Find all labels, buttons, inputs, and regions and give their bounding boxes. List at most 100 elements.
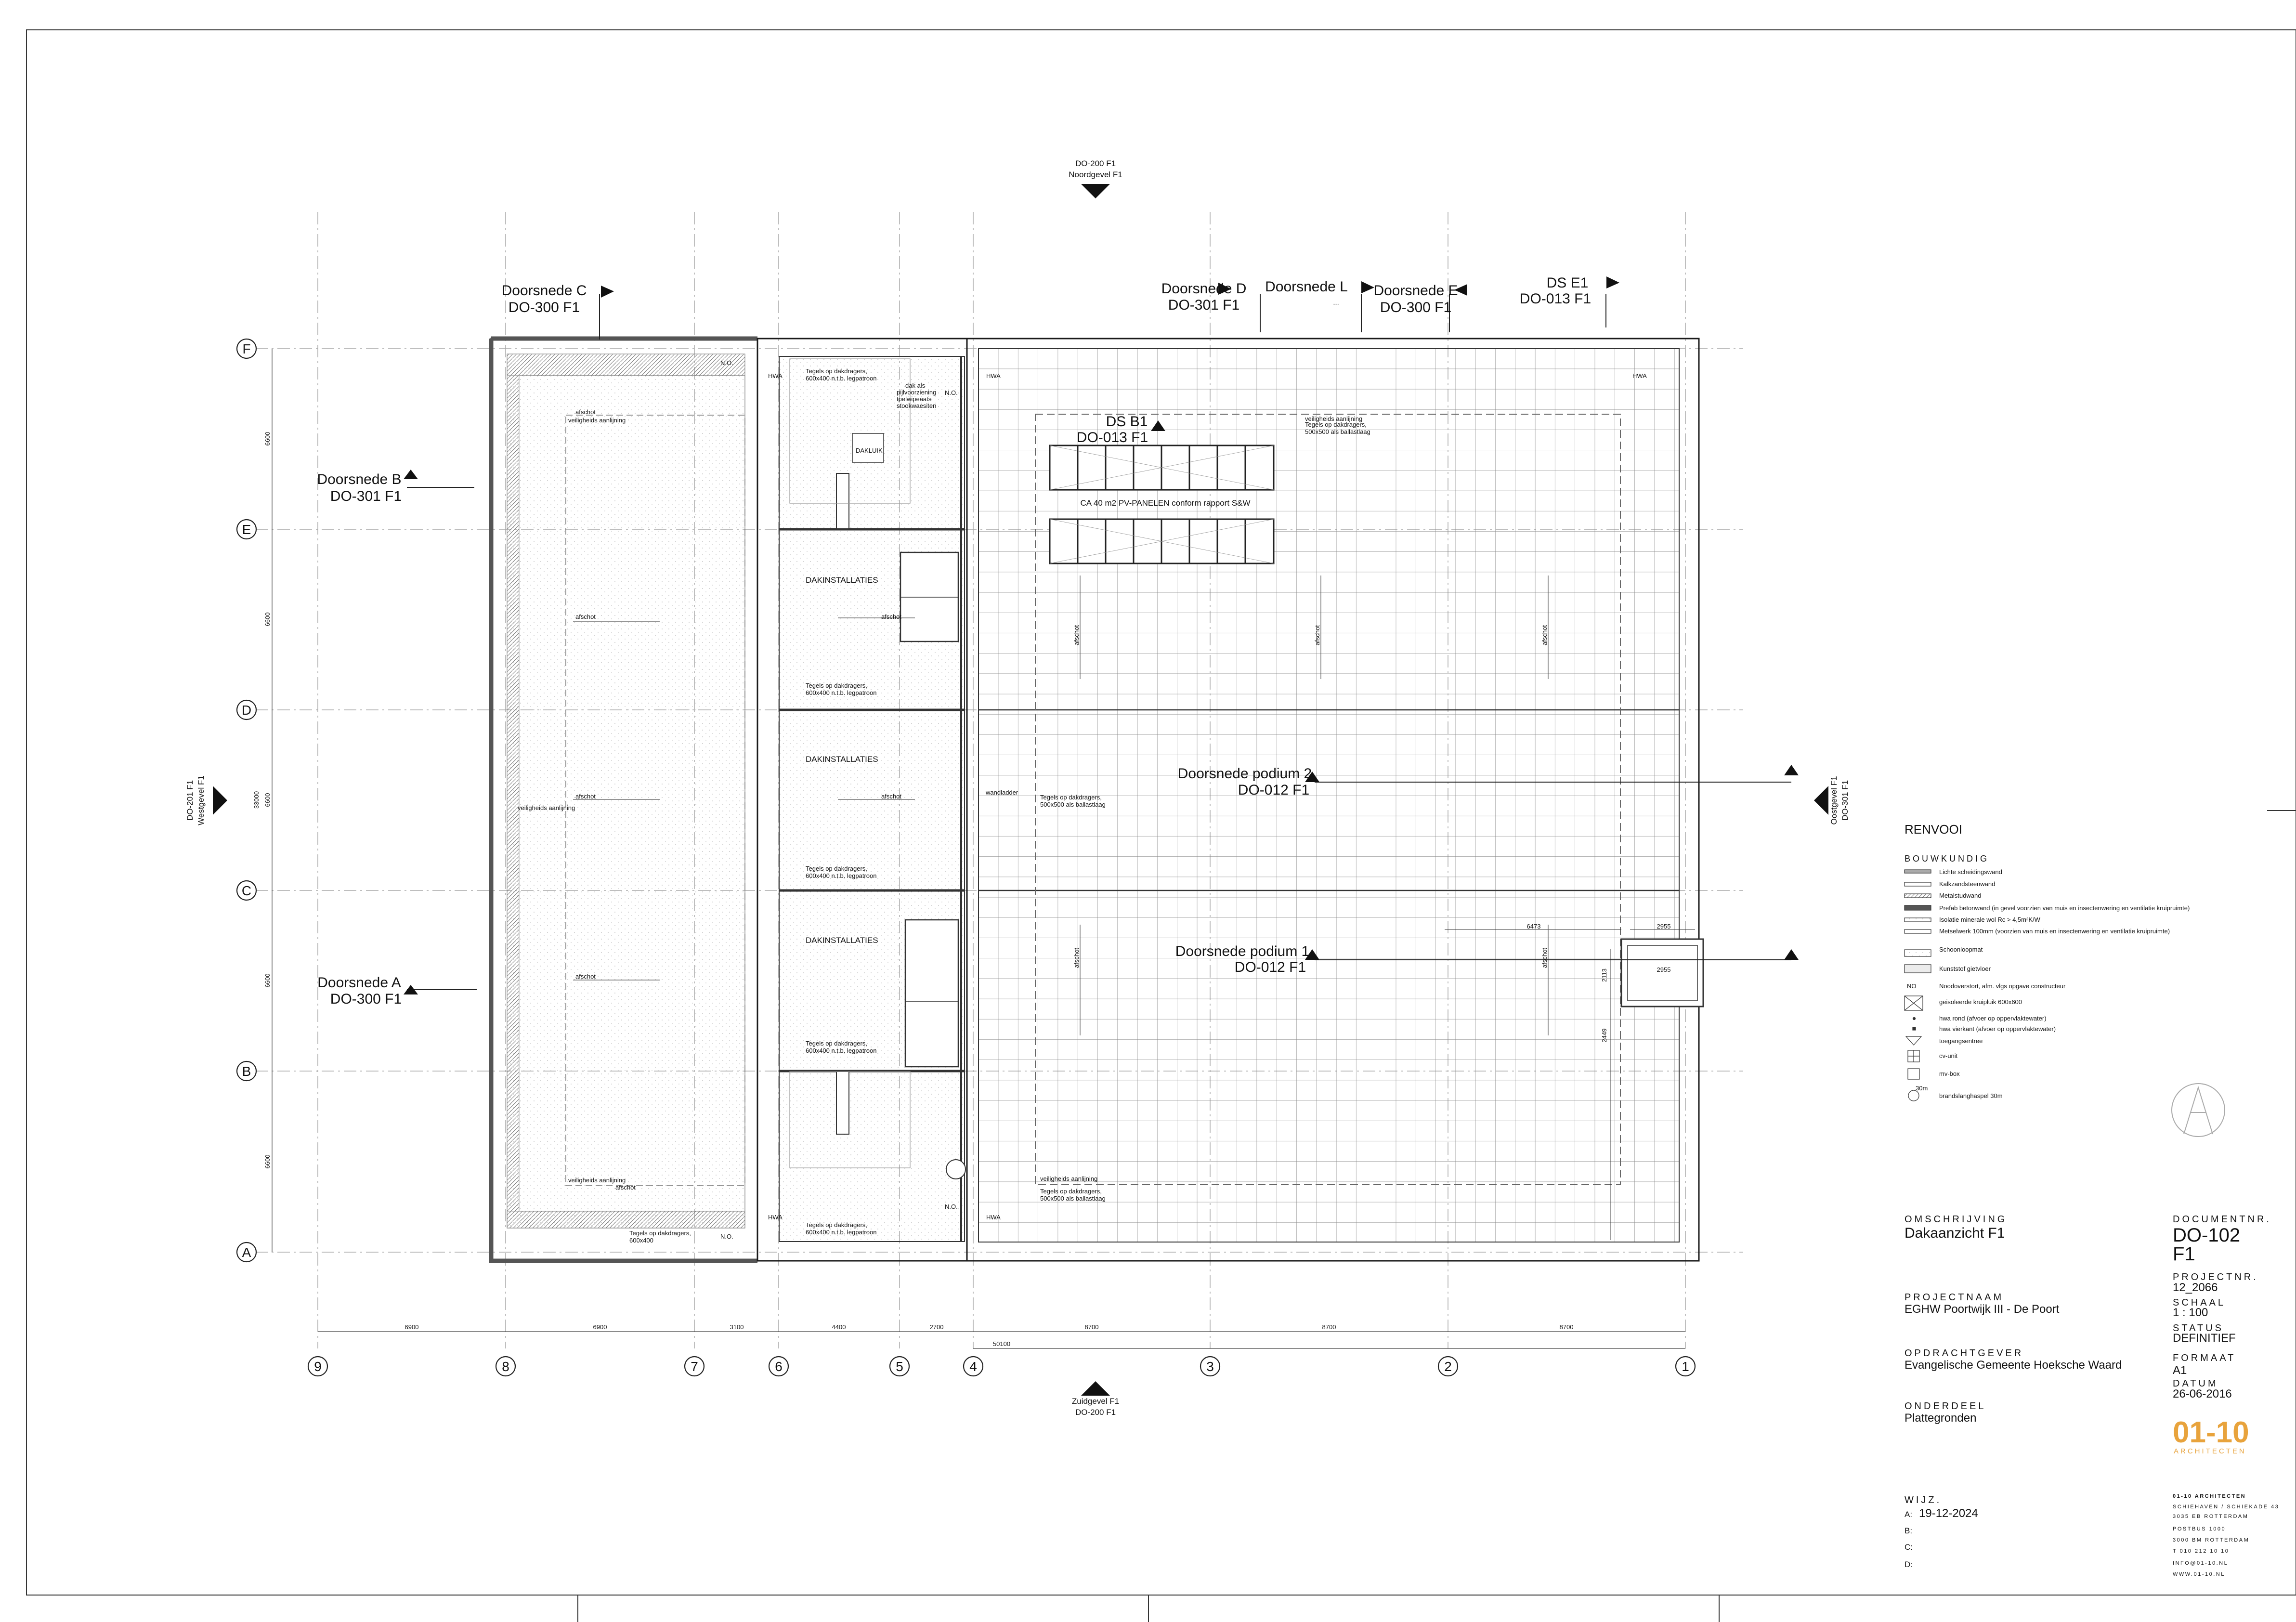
legend-item: Isolatie minerale wol Rc > 4,5m²K/W xyxy=(1939,916,2041,923)
tile-note: Tegels op dakdragers, xyxy=(806,367,867,375)
dim-label: 2700 xyxy=(930,1323,944,1331)
elevation-labels: DO-200 F1 Noordgevel F1 Zuidgevel F1 DO-… xyxy=(185,159,1850,1417)
dim-total-height: 33000 xyxy=(253,791,260,809)
legend-item: Lichte scheidingswand xyxy=(1939,868,2002,876)
row-grid-bubbles: F E D C B A xyxy=(236,338,257,1263)
tile-note: 600x400 n.t.b. legpatroon xyxy=(806,375,876,382)
legend-item: toegangsentree xyxy=(1939,1037,1983,1045)
tb-rev-d-label: D: xyxy=(1905,1560,1913,1569)
dim-label: 6473 xyxy=(1527,923,1541,930)
slope-label: afschot xyxy=(575,973,596,980)
slope-label: afschot xyxy=(881,613,901,620)
tb-schaal: 1 : 100 xyxy=(2173,1306,2208,1319)
brand-logo: 01-10 xyxy=(2173,1416,2249,1449)
rim-note: veiligheids aanlijning xyxy=(568,1177,626,1184)
grid-bubble: 5 xyxy=(889,1356,910,1377)
north-arrow-icon xyxy=(2171,1083,2225,1137)
address-line: WWW.01-10.NL xyxy=(2173,1571,2225,1577)
svg-text:1: 1 xyxy=(1682,1359,1689,1374)
tile-note: Tegels op dakdragers, xyxy=(806,682,867,689)
roof-note: stookwaesiten xyxy=(897,402,936,409)
section-a-name: Doorsnede A xyxy=(317,975,401,991)
dim-label: 2113 xyxy=(1601,968,1608,982)
brand-subtitle: ARCHITECTEN xyxy=(2174,1447,2246,1455)
tb-datum-label: DATUM xyxy=(2173,1378,2218,1389)
grid-bubble: 2 xyxy=(1437,1356,1459,1377)
address-line: INFO@01-10.NL xyxy=(2173,1560,2228,1566)
tile-note: Tegels op dakdragers, xyxy=(1305,421,1367,428)
slope-label: afschot xyxy=(1541,948,1548,968)
section-l-name: Doorsnede L xyxy=(1265,279,1348,295)
emergency-overflow-label: N.O. xyxy=(720,359,733,366)
dim-label: 3100 xyxy=(730,1323,744,1331)
roof-left xyxy=(489,336,758,1263)
svg-text:6: 6 xyxy=(775,1359,783,1374)
svg-text:E: E xyxy=(242,522,251,537)
legend-title: RENVOOI xyxy=(1905,822,1962,837)
dim-label: 4400 xyxy=(832,1323,846,1331)
tb-wijz-label: WIJZ. xyxy=(1905,1495,1942,1505)
tile-note: Tegels op dakdragers, xyxy=(1040,794,1102,801)
roof-note: dak als xyxy=(905,382,926,389)
legend-item: hwa vierkant (afvoer op oppervlaktewater… xyxy=(1939,1025,2056,1033)
section-e-name: Doorsnede E xyxy=(1373,283,1458,299)
west-elevation-ref: DO-201 F1 xyxy=(185,780,195,821)
pv-panels-label: CA 40 m2 PV-PANELEN conform rapport S&W xyxy=(1080,498,1250,508)
pv-panels xyxy=(1049,445,1275,564)
slope-arrows xyxy=(573,576,1549,1035)
west-elevation-name: Westgevel F1 xyxy=(196,775,206,825)
grid-bubble: 8 xyxy=(495,1356,516,1377)
address-line: 3035 EB ROTTERDAM xyxy=(2173,1514,2248,1519)
svg-text:5: 5 xyxy=(896,1359,903,1374)
svg-text:C: C xyxy=(242,883,251,898)
svg-text:8: 8 xyxy=(502,1359,509,1374)
dim-label: 6600 xyxy=(264,432,271,446)
grid-bubble: F xyxy=(236,338,257,359)
dim-label: 8700 xyxy=(1560,1323,1574,1331)
section-cut-lines xyxy=(407,294,1791,990)
tile-note: 600x400 n.t.b. legpatroon xyxy=(806,1229,876,1236)
emergency-overflow-label: N.O. xyxy=(720,1233,733,1240)
tb-documentnr: DO-102 xyxy=(2173,1225,2240,1246)
slope-label: afschot xyxy=(615,1184,636,1191)
grid-bubble: A xyxy=(236,1242,257,1263)
rim-note: veiligheids aanlijning xyxy=(1305,415,1362,422)
tb-formaat: A1 xyxy=(2173,1364,2187,1377)
rim-note: veiligheids aanlijning xyxy=(518,804,575,811)
south-elevation-name: Zuidgevel F1 xyxy=(1072,1397,1119,1406)
section-b-ref: DO-301 F1 xyxy=(330,488,402,504)
wandladder-label: wandladder xyxy=(985,789,1018,796)
tile-note: Tegels op dakdragers, xyxy=(1040,1188,1102,1195)
tb-documentnr-label: DOCUMENTNR. xyxy=(2173,1214,2271,1225)
tile-note: Tegels op dakdragers, xyxy=(629,1230,691,1237)
north-elevation-name: Noordgevel F1 xyxy=(1069,170,1122,179)
legend: RENVOOI BOUWKUNDIG Lichte scheidingswand… xyxy=(1904,822,2190,1101)
section-e1-name: DS E1 xyxy=(1547,275,1589,291)
legend-item: Metalstudwand xyxy=(1939,892,1981,899)
legend-code: NO xyxy=(1907,982,1917,990)
roof-note: pijlvoorziening xyxy=(897,389,936,396)
tile-note: Tegels op dakdragers, xyxy=(806,865,867,872)
svg-text:4: 4 xyxy=(969,1359,977,1374)
tile-note: Tegels op dakdragers, xyxy=(806,1221,867,1229)
section-e1-ref: DO-013 F1 xyxy=(1520,291,1591,307)
section-podium2-name: Doorsnede podium 2 xyxy=(1178,766,1312,782)
grid-bubble: D xyxy=(236,699,257,720)
tb-projectnr: 12_2066 xyxy=(2173,1281,2218,1294)
dimension-lines: 6900 6900 3100 4400 2700 8700 8700 8700 … xyxy=(253,349,1685,1349)
emergency-overflow-label: N.O. xyxy=(945,1203,958,1210)
roof-note: tpelwipeaats xyxy=(897,395,932,403)
legend-item: brandslanghaspel 30m xyxy=(1939,1092,2003,1099)
hwa-label: HWA xyxy=(986,1214,1001,1221)
tile-note: 500x500 als ballastlaag xyxy=(1040,1195,1106,1202)
grid-bubble: 7 xyxy=(684,1356,705,1377)
south-elevation-ref: DO-200 F1 xyxy=(1075,1408,1116,1417)
dim-label: 6600 xyxy=(264,793,271,807)
section-podium1-name: Doorsnede podium 1 xyxy=(1175,943,1310,959)
tb-rev-c-label: C: xyxy=(1905,1543,1913,1552)
slope-label: afschot xyxy=(881,793,901,800)
tb-documentnr-suffix: F1 xyxy=(2173,1243,2195,1265)
grid-bubble: 6 xyxy=(768,1356,789,1377)
tile-note: Tegels op dakdragers, xyxy=(806,1040,867,1047)
section-a-ref: DO-300 F1 xyxy=(330,991,402,1007)
